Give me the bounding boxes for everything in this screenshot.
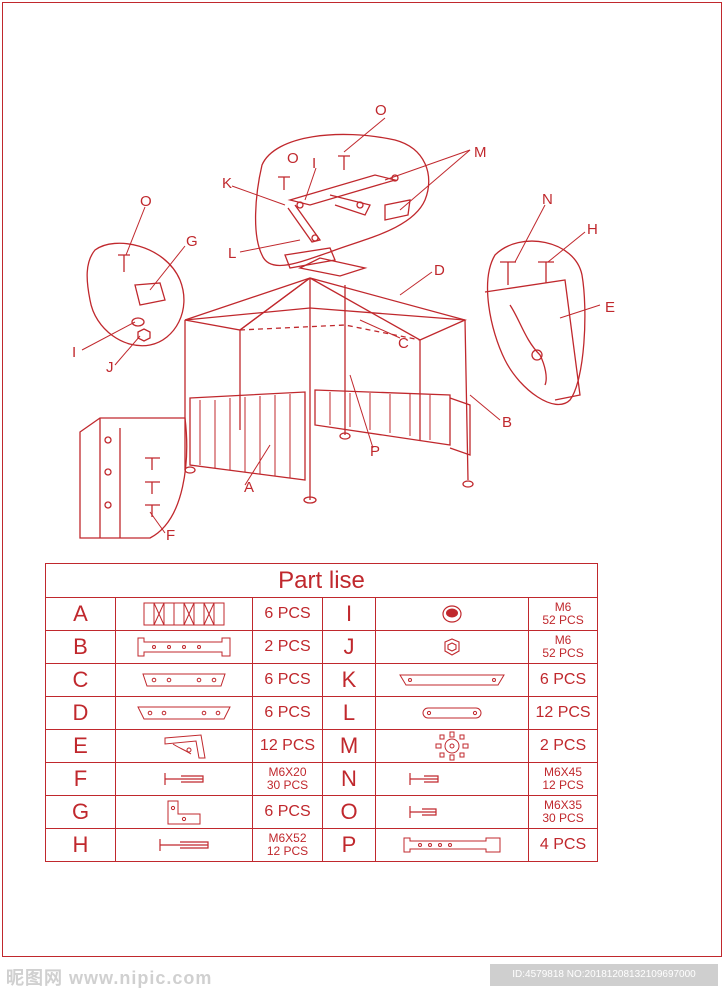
part-qty: M6 52 PCS bbox=[527, 597, 599, 631]
top-bracket-drawing bbox=[278, 155, 411, 269]
callout-e: E bbox=[605, 299, 615, 316]
part-g-icon bbox=[115, 795, 253, 829]
part-letter: J bbox=[322, 630, 376, 664]
part-p-icon bbox=[375, 828, 529, 862]
assembly-diagram: O O M K I L G D N H E O I J C B P A F bbox=[72, 102, 615, 544]
bottom-left-detail bbox=[79, 417, 188, 539]
callout-l: L bbox=[228, 245, 236, 262]
part-qty: 12 PCS bbox=[527, 696, 599, 730]
table-row: A 6 PCS I M6 52 PCS bbox=[45, 597, 599, 631]
parts-table-title: Part lise bbox=[44, 563, 599, 598]
callout-j: J bbox=[106, 359, 114, 376]
part-m-icon bbox=[375, 729, 529, 763]
part-letter: N bbox=[322, 762, 376, 796]
part-j-icon bbox=[375, 630, 529, 664]
part-qty: 6 PCS bbox=[252, 597, 323, 631]
part-letter: G bbox=[45, 795, 116, 829]
left-detail-bubble bbox=[86, 242, 185, 347]
table-row: D 6 PCS L 12 PCS bbox=[45, 696, 599, 730]
part-qty: 2 PCS bbox=[252, 630, 323, 664]
watermark-id: ID:4579818 NO:20181208132109697000 bbox=[490, 964, 718, 986]
part-qty: M6X45 12 PCS bbox=[527, 762, 599, 796]
table-row: G 6 PCS O M6X35 30 PCS bbox=[45, 795, 599, 829]
table-row: C 6 PCS K 6 PCS bbox=[45, 663, 599, 697]
part-letter: I bbox=[322, 597, 376, 631]
table-row: B 2 PCS J M6 52 PCS bbox=[45, 630, 599, 664]
table-row: H M6X52 12 PCS P 4 PCS bbox=[45, 828, 599, 862]
part-qty: 12 PCS bbox=[252, 729, 323, 763]
callout-g: G bbox=[186, 233, 198, 250]
part-b-icon bbox=[115, 630, 253, 664]
callout-m: M bbox=[474, 144, 487, 161]
table-row: F M6X20 30 PCS N M6X45 12 PCS bbox=[45, 762, 599, 796]
part-letter: C bbox=[45, 663, 116, 697]
part-letter: E bbox=[45, 729, 116, 763]
part-qty: 2 PCS bbox=[527, 729, 599, 763]
part-qty: M6X20 30 PCS bbox=[252, 762, 323, 796]
part-k-icon bbox=[375, 663, 529, 697]
part-f-icon bbox=[115, 762, 253, 796]
page-frame bbox=[2, 2, 722, 957]
watermark-bar: 昵图网 www.nipic.com ID:4579818 NO:20181208… bbox=[0, 960, 724, 993]
callout-k: K bbox=[222, 175, 232, 192]
part-letter: O bbox=[322, 795, 376, 829]
part-qty: M6X52 12 PCS bbox=[252, 828, 323, 862]
part-n-icon bbox=[375, 762, 529, 796]
part-letter: D bbox=[45, 696, 116, 730]
callout-p: P bbox=[370, 443, 380, 460]
part-c-icon bbox=[115, 663, 253, 697]
part-h-icon bbox=[115, 828, 253, 862]
part-qty: 6 PCS bbox=[252, 696, 323, 730]
part-d-icon bbox=[115, 696, 253, 730]
callout-i-top: I bbox=[312, 155, 316, 172]
part-letter: B bbox=[45, 630, 116, 664]
part-qty: 4 PCS bbox=[527, 828, 599, 862]
part-qty: 6 PCS bbox=[252, 795, 323, 829]
callout-b: B bbox=[502, 414, 512, 431]
part-letter: K bbox=[322, 663, 376, 697]
callout-f: F bbox=[166, 527, 175, 544]
part-letter: F bbox=[45, 762, 116, 796]
part-i-icon bbox=[375, 597, 529, 631]
part-qty: M6 52 PCS bbox=[527, 630, 599, 664]
part-l-icon bbox=[375, 696, 529, 730]
top-detail-bubble bbox=[254, 133, 430, 267]
callout-o-mid: O bbox=[287, 150, 299, 167]
callout-labels: O O M K I L G D N H E O I J C B P A F bbox=[72, 102, 615, 544]
part-letter: A bbox=[45, 597, 116, 631]
callout-a: A bbox=[244, 479, 254, 496]
callout-o-top: O bbox=[375, 102, 387, 119]
part-letter: P bbox=[322, 828, 376, 862]
callout-i-left: I bbox=[72, 344, 76, 361]
callout-c: C bbox=[398, 335, 409, 352]
gazebo-frame bbox=[184, 257, 474, 504]
right-bracket-drawing bbox=[484, 261, 581, 401]
left-bracket-drawing bbox=[118, 254, 166, 342]
part-o-icon bbox=[375, 795, 529, 829]
part-letter: L bbox=[322, 696, 376, 730]
table-row: E 12 PCS M 2 PCS bbox=[45, 729, 599, 763]
callout-o-left: O bbox=[140, 193, 152, 210]
leader-lines bbox=[81, 117, 601, 534]
part-a-icon bbox=[115, 597, 253, 631]
part-qty: 6 PCS bbox=[252, 663, 323, 697]
parts-table: Part lise A 6 PCS I M6 52 PCS B 2 PCS J … bbox=[44, 563, 599, 862]
callout-h: H bbox=[587, 221, 598, 238]
part-qty: 6 PCS bbox=[527, 663, 599, 697]
part-letter: H bbox=[45, 828, 116, 862]
part-qty: M6X35 30 PCS bbox=[527, 795, 599, 829]
watermark-logo: 昵图网 www.nipic.com bbox=[6, 968, 213, 988]
part-e-icon bbox=[115, 729, 253, 763]
callout-d: D bbox=[434, 262, 445, 279]
callout-n: N bbox=[542, 191, 553, 208]
part-letter: M bbox=[322, 729, 376, 763]
